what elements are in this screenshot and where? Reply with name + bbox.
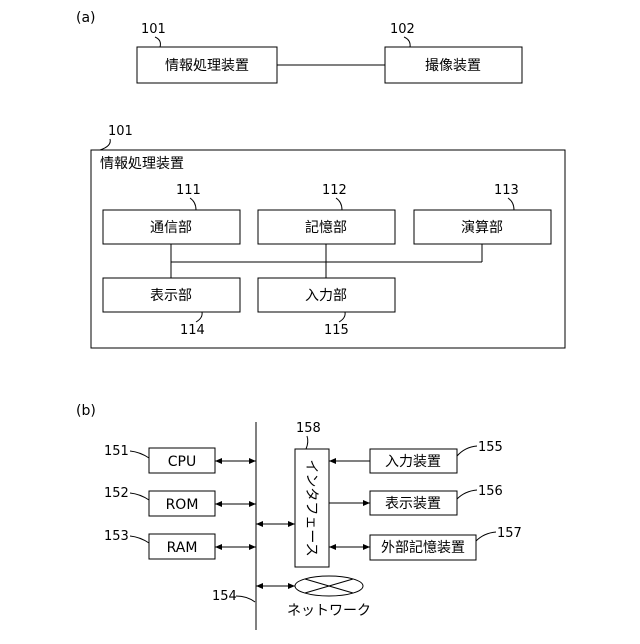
ref-154: 154: [212, 589, 237, 604]
input-device-label: 入力装置: [385, 454, 441, 470]
info-device-label: 情報処理装置: [165, 58, 249, 74]
ref-153: 153: [104, 529, 129, 544]
camera-label: 撮像装置: [425, 57, 481, 74]
ref-157: 157: [497, 526, 522, 541]
ref-101-detail: 101: [108, 124, 133, 139]
ref-151: 151: [104, 444, 129, 459]
ref-158: 158: [296, 421, 321, 436]
info-device-detail-title: 情報処理装置: [100, 156, 184, 172]
ref-111: 111: [176, 183, 201, 198]
network-label: ネットワーク: [287, 603, 371, 619]
comm-unit-label: 通信部: [150, 220, 192, 236]
cpu-label: CPU: [168, 454, 196, 470]
display-unit-label: 表示部: [150, 288, 192, 304]
leader-101-detail: [100, 139, 110, 150]
rom-label: ROM: [166, 497, 199, 513]
ref-113: 113: [494, 183, 519, 198]
leader-152: [130, 493, 149, 500]
ref-152: 152: [104, 486, 129, 501]
ref-101-top: 101: [141, 22, 166, 37]
interface-label: インタフェース: [303, 459, 319, 556]
ref-156: 156: [478, 484, 503, 499]
ram-label: RAM: [167, 540, 198, 556]
leader-154: [236, 596, 255, 602]
part-b-marker: (b): [76, 403, 96, 419]
external-storage-label: 外部記憶装置: [381, 539, 465, 556]
ref-114: 114: [180, 323, 205, 338]
storage-unit-label: 記憶部: [305, 219, 347, 236]
compute-unit-label: 演算部: [461, 220, 503, 236]
input-unit-label: 入力部: [305, 288, 347, 304]
info-device-detail-box: [91, 150, 565, 348]
part-a-marker: (a): [76, 10, 96, 26]
ref-102: 102: [390, 22, 415, 37]
leader-153: [130, 536, 149, 543]
leader-155: [457, 446, 477, 456]
leader-157: [476, 532, 496, 541]
ref-115: 115: [324, 323, 349, 338]
leader-158: [306, 436, 308, 449]
ref-112: 112: [322, 183, 347, 198]
ref-155: 155: [478, 440, 503, 455]
leader-101-top: [155, 37, 160, 47]
display-device-label: 表示装置: [385, 496, 441, 512]
leader-156: [457, 490, 477, 499]
leader-102: [404, 37, 410, 47]
leader-151: [130, 451, 149, 458]
